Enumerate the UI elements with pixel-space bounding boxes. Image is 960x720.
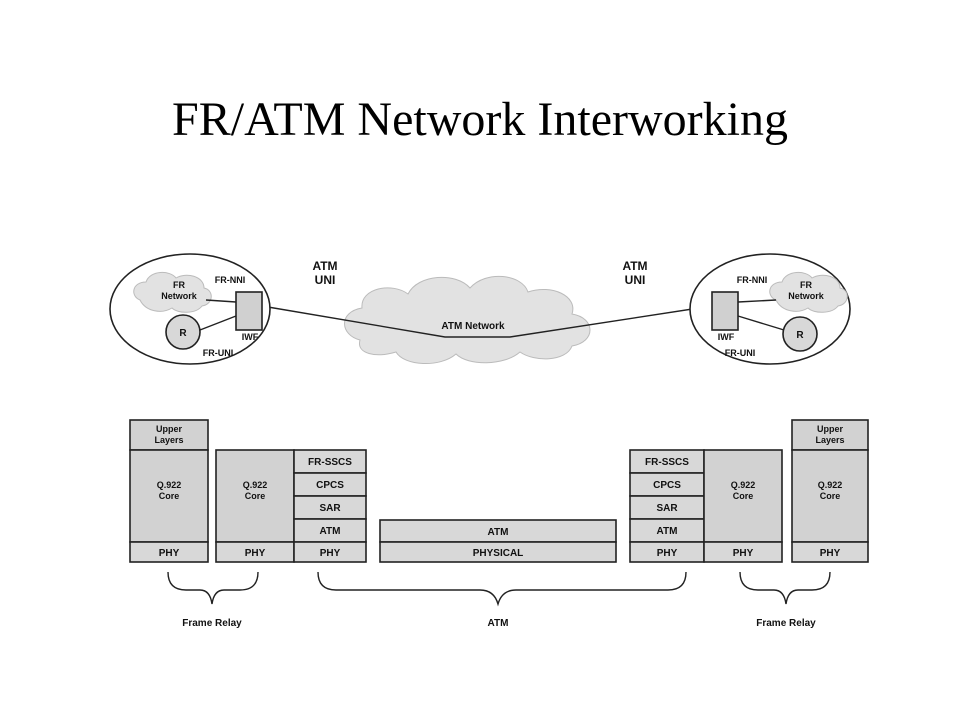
stack-6-phy-text: PHY bbox=[820, 548, 841, 559]
stack-6-phy bbox=[791, 541, 869, 563]
stack-6-upper-text-2: Layers bbox=[815, 435, 844, 445]
stack-5-core-text-2: Core bbox=[733, 491, 754, 501]
atm-link-line bbox=[261, 305, 713, 338]
right-fr-network-line2: Network bbox=[788, 291, 825, 301]
left-site: FR Network FR-NNI IWF R FR-UNI bbox=[109, 253, 271, 365]
stack-3-phy-text: PHY bbox=[320, 548, 341, 559]
left-fr-network-line2: Network bbox=[161, 291, 198, 301]
atm-network-label: ATM Network bbox=[441, 321, 505, 332]
right-site: FR Network FR-NNI IWF R FR-UNI bbox=[689, 253, 851, 365]
middle-physical-text: PHYSICAL bbox=[473, 548, 524, 559]
stack-3-fr-sscs-text: FR-SSCS bbox=[308, 457, 352, 468]
left-iwf-label: IWF bbox=[242, 332, 259, 342]
left-fr-nni-label: FR-NNI bbox=[215, 275, 246, 285]
stack-5-q922-core bbox=[703, 449, 783, 543]
right-fr-uni-label: FR-UNI bbox=[725, 348, 756, 358]
stack-6-q922-core bbox=[791, 449, 869, 543]
stack-2-phy-text: PHY bbox=[245, 548, 266, 559]
right-router-icon bbox=[782, 316, 818, 352]
stack-5: Q.922 Core PHY bbox=[703, 449, 783, 563]
atm-uni-right-line2: UNI bbox=[625, 273, 646, 287]
stack-1-q922-core bbox=[129, 449, 209, 543]
stack-1: Upper Layers Q.922 Core PHY bbox=[129, 419, 209, 563]
stack-1-phy bbox=[129, 541, 209, 563]
stack-3-phy bbox=[293, 541, 367, 563]
stack-1-phy-text: PHY bbox=[159, 548, 180, 559]
stack-4-cpcs-text: CPCS bbox=[653, 480, 681, 491]
stack-6-core-text-2: Core bbox=[820, 491, 841, 501]
stack-3: FR-SSCS CPCS SAR ATM PHY bbox=[293, 449, 367, 563]
stack-2-q922-core bbox=[215, 449, 295, 543]
atm-uni-right-line1: ATM bbox=[622, 259, 647, 273]
right-iwf-label: IWF bbox=[718, 332, 735, 342]
stack-6-upper-text-1: Upper bbox=[817, 424, 844, 434]
stack-4-sar-text: SAR bbox=[656, 503, 678, 514]
frame-relay-right-label: Frame Relay bbox=[756, 618, 816, 629]
stack-4-fr-sscs-text: FR-SSCS bbox=[645, 457, 689, 468]
left-fr-network-cloud bbox=[133, 272, 212, 313]
stack-5-phy-text: PHY bbox=[733, 548, 754, 559]
right-router-label: R bbox=[796, 330, 804, 341]
right-fr-network-cloud bbox=[769, 272, 848, 313]
middle-stack: ATM PHYSICAL bbox=[379, 519, 617, 563]
right-fr-nni-label: FR-NNI bbox=[737, 275, 768, 285]
frame-relay-left-brace bbox=[167, 571, 259, 605]
stack-3-sar-text: SAR bbox=[319, 503, 341, 514]
atm-uni-left-line1: ATM bbox=[312, 259, 337, 273]
left-fr-network-line1: FR bbox=[173, 280, 185, 290]
stack-2-core-text-2: Core bbox=[245, 491, 266, 501]
left-iwf-box bbox=[235, 291, 263, 331]
frame-relay-right-brace bbox=[739, 571, 831, 605]
stack-1-core-text-2: Core bbox=[159, 491, 180, 501]
left-router-label: R bbox=[179, 328, 187, 339]
stack-1-upper-text-1: Upper bbox=[156, 424, 183, 434]
right-iwf-box bbox=[711, 291, 739, 331]
left-fr-uni-label: FR-UNI bbox=[203, 348, 234, 358]
stack-3-cpcs-text: CPCS bbox=[316, 480, 344, 491]
right-fr-network-line1: FR bbox=[800, 280, 812, 290]
stack-6-core-text-1: Q.922 bbox=[818, 480, 843, 490]
stack-5-core-text-1: Q.922 bbox=[731, 480, 756, 490]
stack-5-phy bbox=[703, 541, 783, 563]
left-router-icon bbox=[165, 314, 201, 350]
stack-2: Q.922 Core PHY bbox=[215, 449, 295, 563]
stack-3-atm-text: ATM bbox=[320, 526, 341, 537]
stack-4: FR-SSCS CPCS SAR ATM PHY bbox=[629, 449, 705, 563]
stack-2-core-text-1: Q.922 bbox=[243, 480, 268, 490]
atm-uni-left-line2: UNI bbox=[315, 273, 336, 287]
stack-1-core-text-1: Q.922 bbox=[157, 480, 182, 490]
atm-network-cloud bbox=[344, 275, 591, 365]
atm-brace-label: ATM bbox=[488, 618, 509, 629]
stack-4-phy-text: PHY bbox=[657, 548, 678, 559]
atm-brace bbox=[317, 571, 687, 607]
stack-4-atm-text: ATM bbox=[657, 526, 678, 537]
middle-atm-text: ATM bbox=[488, 527, 509, 538]
frame-relay-left-label: Frame Relay bbox=[182, 618, 242, 629]
middle-physical bbox=[379, 541, 617, 563]
slide-title: FR/ATM Network Interworking bbox=[172, 93, 788, 146]
stack-1-upper-text-2: Layers bbox=[154, 435, 183, 445]
stack-6: Upper Layers Q.922 Core PHY bbox=[791, 419, 869, 563]
